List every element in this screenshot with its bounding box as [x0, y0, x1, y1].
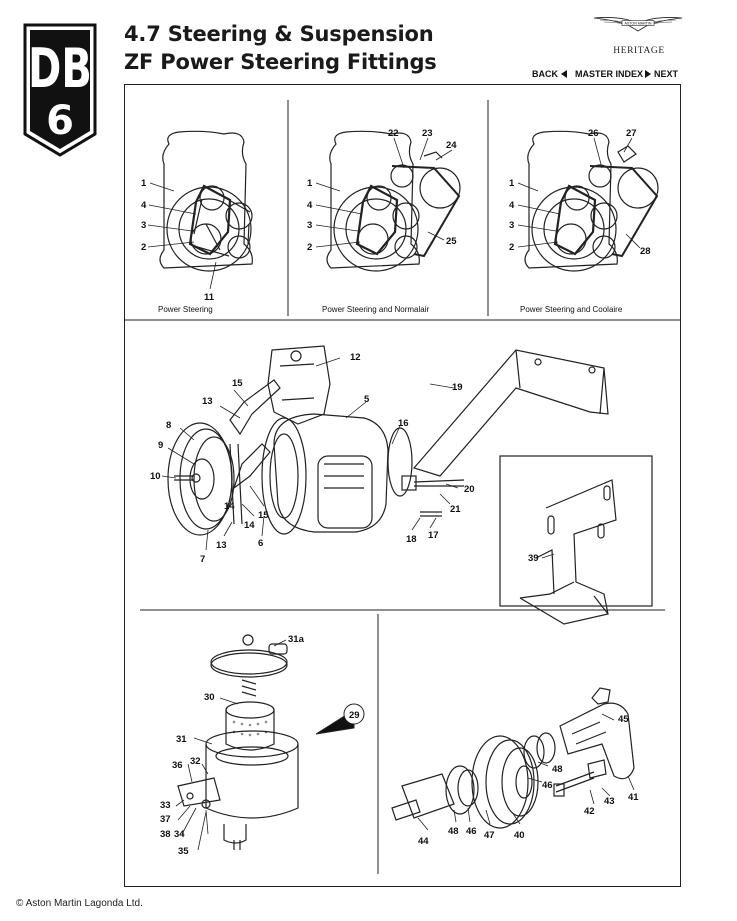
part-callout-number: 40 [514, 830, 525, 841]
part-callout-number: 18 [406, 534, 417, 545]
part-callout-number: 21 [450, 504, 461, 515]
diagram-frame [124, 84, 681, 887]
bracket-39-inset [499, 455, 653, 625]
part-callout-number: 31a [288, 634, 305, 645]
part-callout-number: 20 [464, 484, 475, 495]
brand-heritage-label: HERITAGE [613, 46, 665, 56]
idler-pulley-assembly [391, 687, 635, 829]
part-callout-number: 41 [628, 792, 639, 803]
parts-diagram: 1 4 3 2 11 Power Steering 22 23 24 1 4 3… [124, 100, 681, 874]
panel-1-caption: Power Steering [158, 305, 213, 314]
part-callout-number: 1 [141, 178, 147, 189]
part-callout-number: 3 [509, 220, 514, 231]
part-callout-number: 46 [466, 826, 477, 837]
part-callout-number: 15 [258, 510, 269, 521]
engine-belt-panel-2 [326, 130, 461, 272]
part-callout-number: 9 [158, 440, 163, 451]
part-callout-number: 14 [224, 501, 235, 512]
part-callout-number: 4 [307, 200, 313, 211]
panel-2-caption: Power Steering and Normalair [322, 305, 429, 314]
part-callout-number: 39 [528, 553, 539, 564]
part-callout-number: 17 [428, 530, 439, 541]
panel-3-caption: Power Steering and Coolaire [520, 305, 623, 314]
part-callout-number: 4 [509, 200, 515, 211]
part-callout-number: 30 [204, 692, 215, 703]
part-callout-number: 42 [584, 806, 595, 817]
part-callout-number: 11 [204, 292, 215, 303]
part-callout-number: 35 [178, 846, 189, 857]
aston-martin-wings-logo: ASTON MARTIN [593, 17, 683, 32]
part-callout-number: 5 [364, 394, 370, 405]
part-callout-number: 13 [216, 540, 227, 551]
part-callout-number: 36 [172, 760, 183, 771]
part-callout-number: 44 [418, 836, 429, 847]
part-callout-number: 43 [604, 796, 615, 807]
part-callout-number: 16 [398, 418, 409, 429]
part-callout-number: 15 [232, 378, 243, 389]
part-callout-number: 3 [307, 220, 312, 231]
part-callout-number: 48 [448, 826, 459, 837]
engine-belt-panel-1-leaders [147, 182, 217, 290]
svg-text:DB: DB [28, 38, 92, 101]
part-callout-number: 2 [307, 242, 312, 253]
part-callout-number: 22 [388, 128, 399, 139]
engine-belt-panel-3 [524, 130, 659, 272]
db6-logo-badge: DB 6 [23, 23, 97, 157]
part-callout-number: 31 [176, 734, 187, 745]
page-subtitle: ZF Power Steering Fittings [124, 50, 437, 74]
part-callout-number: 6 [258, 538, 263, 549]
master-index-link[interactable]: MASTER INDEX [575, 69, 644, 79]
back-arrow-icon [561, 70, 567, 78]
svg-text:6: 6 [46, 98, 74, 144]
part-callout-number: 47 [484, 830, 495, 841]
part-callout-number: 8 [166, 420, 171, 431]
part-callout-number: 37 [160, 814, 171, 825]
part-callout-number: 4 [141, 200, 147, 211]
page-title: 4.7 Steering & Suspension [124, 22, 434, 46]
part-callout-number: 14 [244, 520, 255, 531]
part-callout-number: 33 [160, 800, 171, 811]
part-callout-number: 2 [509, 242, 514, 253]
engine-belt-panel-1 [159, 130, 253, 272]
reservoir-assembly [177, 634, 299, 850]
part-callout-number: 1 [307, 178, 313, 189]
part-callout-number: 32 [190, 756, 201, 767]
callout-29-marker [315, 703, 365, 735]
part-callout-number: 26 [588, 128, 599, 139]
part-callout-number: 10 [150, 471, 161, 482]
svg-text:ASTON MARTIN: ASTON MARTIN [624, 22, 651, 26]
copyright-notice: © Aston Martin Lagonda Ltd. [16, 898, 143, 909]
part-callout-number: 19 [452, 382, 463, 393]
part-callout-number: 12 [350, 352, 361, 363]
part-callout-number: 38 [160, 829, 171, 840]
part-callout-number: 7 [200, 554, 205, 565]
part-callout-number: 27 [626, 128, 637, 139]
part-callout-number: 28 [640, 246, 651, 257]
part-callout-number: 1 [509, 178, 515, 189]
next-arrow-icon [645, 70, 651, 78]
part-callout-number: 13 [202, 396, 213, 407]
part-callout-number: 24 [446, 140, 457, 151]
back-link[interactable]: BACK [532, 67, 567, 81]
next-link[interactable]: NEXT [645, 67, 678, 81]
part-callout-number: 3 [141, 220, 146, 231]
part-callout-number: 45 [618, 714, 629, 725]
part-callout-number: 34 [174, 829, 185, 840]
part-callout-number: 25 [446, 236, 457, 247]
part-callout-number: 2 [141, 242, 146, 253]
part-callout-number: 48 [552, 764, 563, 775]
part-callout-number: 46 [542, 780, 553, 791]
part-callout-number: 29 [349, 710, 360, 721]
part-callout-number: 23 [422, 128, 433, 139]
